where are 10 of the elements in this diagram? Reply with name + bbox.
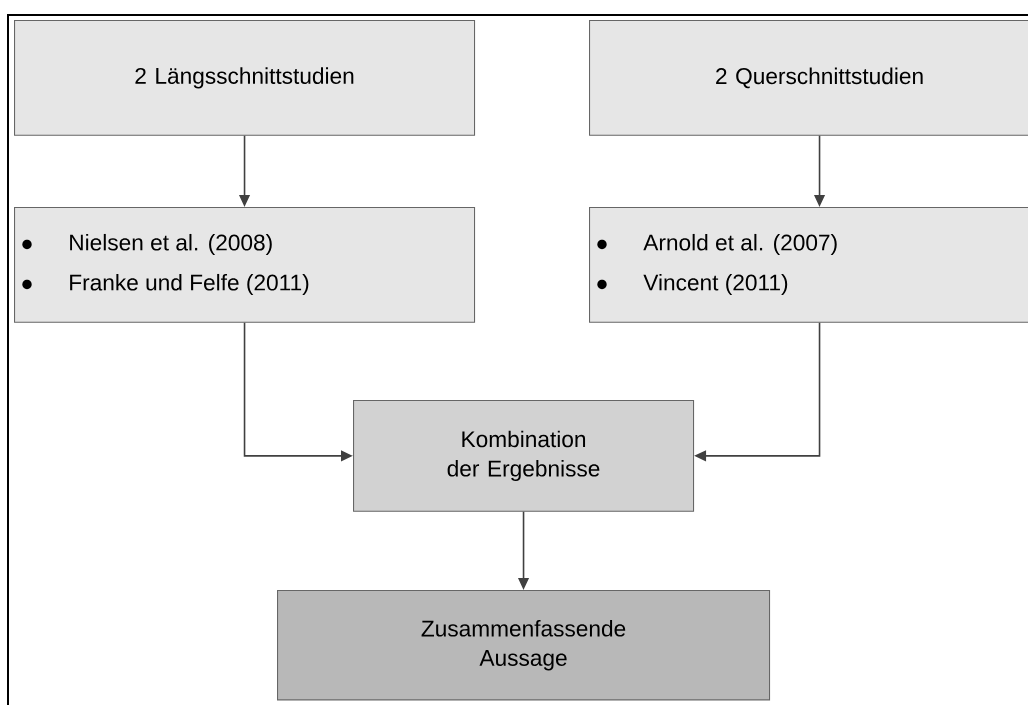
process-box: Kombination der Ergebnisse bbox=[353, 400, 695, 512]
list-item: Vincent (2011) bbox=[597, 273, 788, 296]
list-box bbox=[14, 207, 476, 323]
process-box: 2 Längsschnittstudien bbox=[14, 20, 476, 136]
list-item: Nielsen et al. (2008) bbox=[22, 233, 272, 256]
list-item: Franke und Felfe (2011) bbox=[22, 273, 309, 296]
process-box: Zusammenfassende Aussage bbox=[277, 590, 771, 701]
list-box bbox=[589, 207, 1028, 323]
process-box: 2 Querschnittstudien bbox=[589, 20, 1028, 136]
list-item: Arnold et al. (2007) bbox=[597, 233, 837, 256]
